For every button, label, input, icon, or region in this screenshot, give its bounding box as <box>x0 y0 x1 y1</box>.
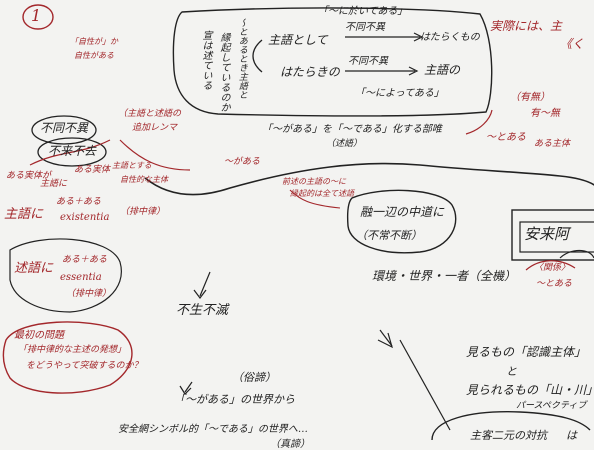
central-box <box>172 7 493 117</box>
note-hataraku: はたらきの <box>280 65 340 79</box>
note-ctr2: 縁起的は全て述語 <box>290 189 354 198</box>
note-bottom-q2: 「排中律的な主述の発想」 <box>18 345 127 355</box>
note-bottom-q1: 最初の問題 <box>14 330 64 341</box>
note-bottom-q3: をどうやって突破するのか？ <box>26 361 143 371</box>
note-right-mid: 〈関係〉 <box>534 263 571 273</box>
note-tl-2: 自性がある <box>74 51 114 60</box>
note-jutsugo-1: ある＋ある <box>62 255 108 265</box>
note-ts-label-right: 安来阿 <box>524 225 570 243</box>
note-heading-right2: 《く <box>560 37 585 51</box>
note-shukyaku: 主客二元の対抗 <box>470 429 547 442</box>
fuyo-ellipse <box>37 137 107 167</box>
note-ctr: 前述の主語の〜に <box>282 177 346 186</box>
note-fudou-mid: 不同不異 <box>348 56 388 67</box>
note-zokutai: （俗諦） <box>232 371 276 384</box>
note-kakaru: 「〜に於いてある」 <box>318 6 408 17</box>
note-jutsugo-3: （排中律） <box>66 289 112 299</box>
note-vert-3: 宣は述ている <box>200 30 211 90</box>
note-tousou: 安全網シンボル的「〜である」の世界へ… <box>118 424 308 435</box>
note-left-shugo: 主語に <box>4 207 44 222</box>
page-number-circle <box>22 4 54 30</box>
note-exists-2: existentia <box>60 212 110 223</box>
note-yotte: 「〜によってある」 <box>355 88 444 99</box>
note-shugo-top: 主語として <box>268 33 328 47</box>
note-right-1: 有〜無 <box>530 108 560 119</box>
note-shou-ichi: 融一辺の中道に <box>360 205 445 219</box>
note-zokutai-label: 〜がある <box>224 157 261 167</box>
note-right-mid2: 〜とある <box>536 279 573 289</box>
note-fudou-circle: 不同不異 <box>40 121 89 135</box>
right-rect <box>511 209 594 261</box>
note-fudou-top: 不同不異 <box>345 22 385 33</box>
note-shugo-mid: 主語の <box>424 63 461 77</box>
page-number: 1 <box>31 6 42 25</box>
note-vert-2: 縁起しているのか <box>218 32 229 112</box>
note-wa: は <box>566 429 577 442</box>
note-mirareru: 見られるもの「山・川」 <box>466 383 594 397</box>
note-left-3: ある実体 <box>74 165 111 175</box>
note-miru-mono: 見るもの「認識主体」 <box>466 345 587 359</box>
note-jutsugo-ni: 述語に <box>14 261 54 276</box>
long-curve <box>144 162 594 196</box>
note-right-kakko: （有無） <box>510 92 550 103</box>
note-reconcile: （主語と述語の <box>118 109 182 119</box>
note-kakaru-sekai: 「〜がある」の世界から <box>174 393 295 406</box>
note-to: と <box>506 365 517 378</box>
chudo-ellipse <box>346 189 457 254</box>
bottom-right-curve <box>431 411 591 441</box>
note-jutsugo-2: essentia <box>60 272 102 283</box>
note-fuuho: （不常不断） <box>356 229 422 242</box>
question-ellipse <box>2 321 133 394</box>
note-perspective: パースペクティブ <box>516 401 587 411</box>
note-right-2: 〜とある <box>486 132 526 143</box>
note-tl-1: 「自性が」か <box>70 37 118 46</box>
note-chuudo-right: ある主体 <box>534 139 571 149</box>
note-unshu: 自性的な主体 <box>120 175 168 184</box>
note-fuyo: 不来不去 <box>48 144 97 158</box>
note-heading-right: 実際には、主 <box>490 19 563 33</box>
note-mido: 主語とする <box>112 161 152 170</box>
note-shintai: （真諦） <box>270 439 310 450</box>
note-exists-1: ある＋ある <box>56 197 102 207</box>
note-left-2: 主語に <box>40 179 68 189</box>
note-vert-1: 〜とあるとき主語と <box>236 18 247 99</box>
note-reconcile2: 追加レンマ <box>132 123 178 133</box>
curved-arrow <box>252 39 263 73</box>
note-kakaru-deaaru: 「〜がある」を「〜である」化する部唯 <box>262 124 442 135</box>
note-exists-3: （排中律） <box>120 207 166 217</box>
note-jutsugo-small: （述語） <box>326 139 363 149</box>
note-hataraku-top: はたらくもの <box>420 32 480 43</box>
left-ellipse <box>9 238 122 313</box>
note-fusho-fumetsu: 不生不滅 <box>176 303 229 318</box>
note-bakkai: 環境・世界・一者（全機） <box>372 269 517 283</box>
fudou-ellipse <box>31 115 97 145</box>
note-left-1: ある実体が <box>6 171 52 181</box>
